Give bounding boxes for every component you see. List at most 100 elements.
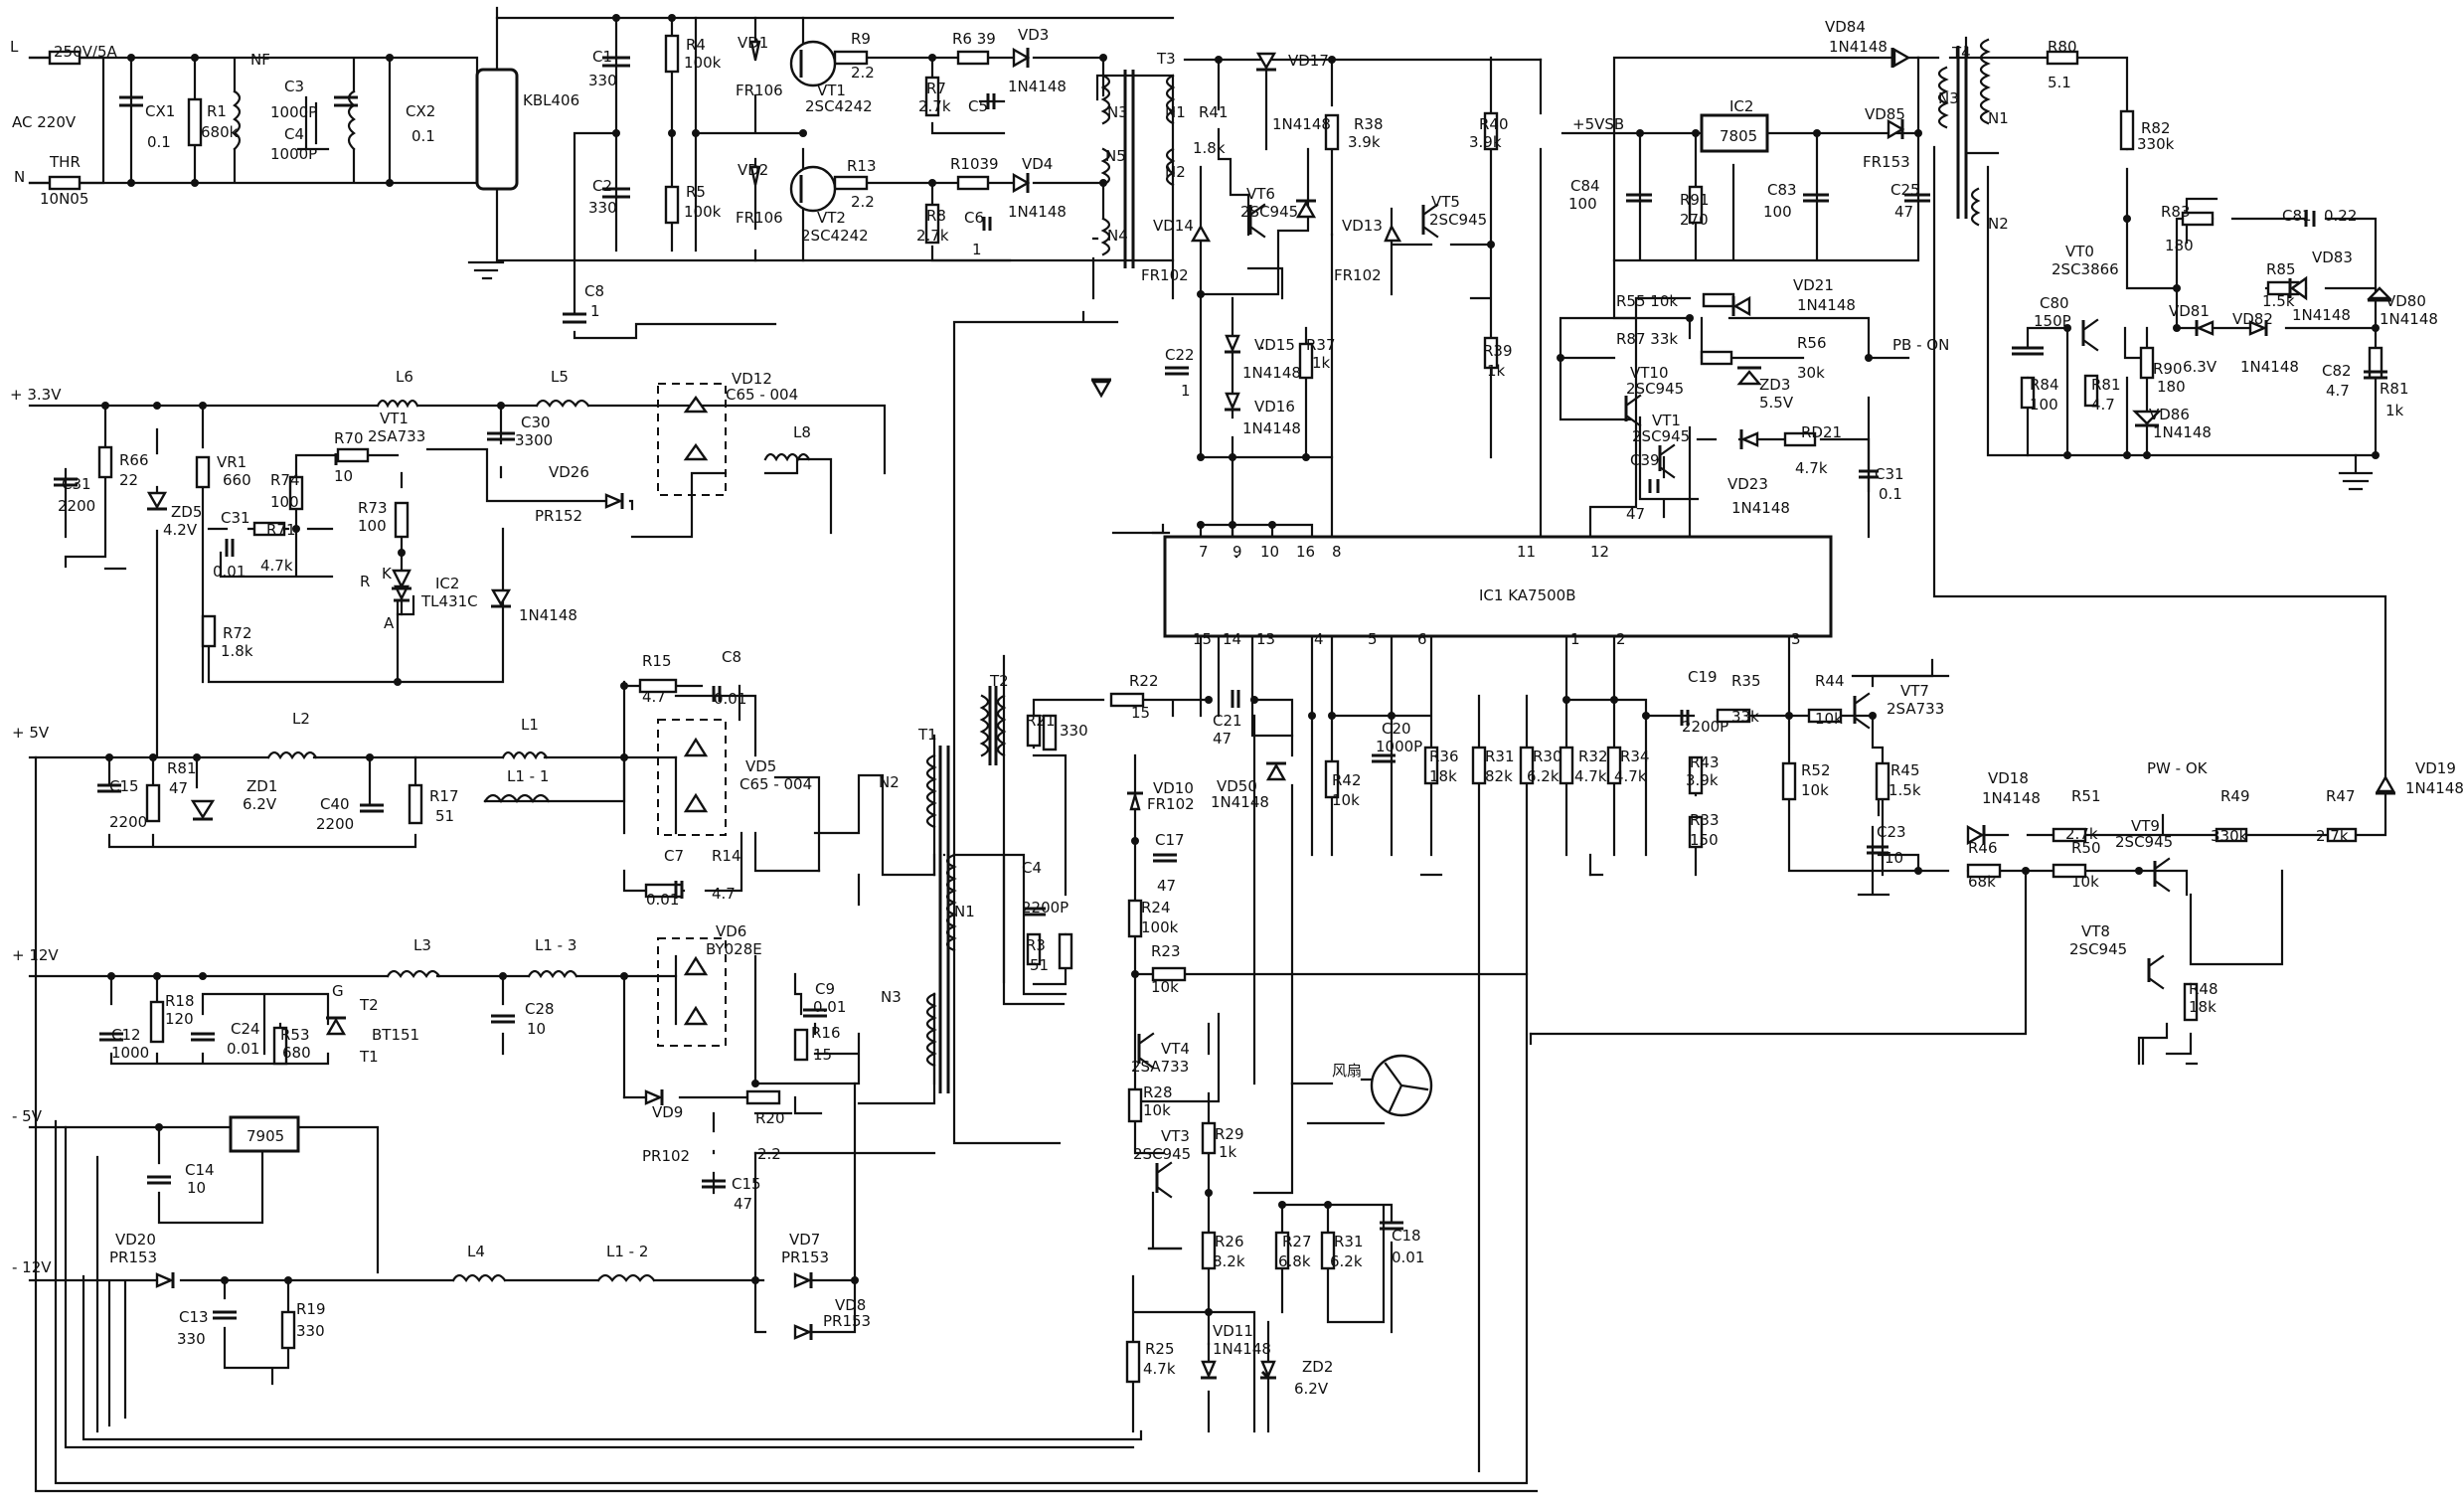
component-label: R47: [2326, 787, 2356, 805]
component-label: 10N05: [40, 190, 88, 208]
component-label: VD4: [1022, 155, 1053, 173]
component-label: C23: [1877, 823, 1906, 841]
component-label: R15: [642, 652, 672, 670]
component-label: 100k: [684, 203, 722, 221]
component-label: L2: [292, 710, 310, 728]
component-label: 2SC945: [1133, 1145, 1191, 1163]
component-label: 120: [165, 1010, 194, 1028]
component-label: VT2: [817, 209, 846, 227]
component-label: R23: [1151, 942, 1181, 960]
component-label: C8: [584, 282, 604, 300]
component-label: C2: [592, 177, 612, 195]
component-label: R73: [358, 499, 388, 517]
component-label: 16: [1296, 543, 1315, 561]
component-label: FR153: [1863, 153, 1910, 171]
component-label: VD82: [2232, 310, 2273, 328]
component-label: FR102: [1147, 795, 1195, 813]
component-label: R45: [1890, 761, 1920, 779]
component-label: 18k: [1429, 767, 1457, 785]
component-label: 1000P: [1376, 738, 1422, 755]
component-label: 330: [588, 72, 617, 89]
component-label: R56: [1797, 334, 1827, 352]
component-label: VD3: [1018, 26, 1049, 44]
component-label: R17: [429, 787, 459, 805]
component-label: PR152: [535, 507, 582, 525]
component-label: 2.2: [851, 64, 875, 82]
component-label: 1000P: [270, 103, 317, 121]
component-label: C17: [1155, 831, 1185, 849]
component-label: 47: [734, 1195, 752, 1213]
component-label: 8.2k: [1213, 1252, 1245, 1270]
component-label: 风扇: [1332, 1062, 1362, 1080]
component-label: R7: [926, 80, 946, 97]
component-label: CX1: [145, 102, 175, 120]
component-label: 2SA733: [1131, 1058, 1189, 1076]
component-label: VD50: [1217, 777, 1257, 795]
component-label: L1 - 2: [606, 1243, 648, 1260]
component-label: 2SC4242: [805, 97, 873, 115]
component-label: 4.7k: [1143, 1360, 1176, 1378]
component-label: 4.7k: [1574, 767, 1607, 785]
component-label: N5: [1105, 147, 1126, 165]
component-label: R31: [1485, 748, 1515, 765]
component-label: RD21: [1801, 423, 1842, 441]
component-label: C28: [525, 1000, 555, 1018]
component-label: 1k: [1487, 362, 1506, 380]
component-label: 7: [1199, 543, 1209, 561]
component-label: VD85: [1865, 105, 1905, 123]
component-label: 0.1: [147, 133, 171, 151]
component-label: 4.7k: [260, 557, 293, 575]
component-label: C65 - 004: [726, 386, 798, 404]
component-label: VD26: [549, 463, 589, 481]
component-label: ZD5: [171, 503, 202, 521]
component-label: 1: [1570, 630, 1580, 648]
component-label: R72: [223, 624, 252, 642]
component-label: C15: [109, 777, 139, 795]
component-label: R16: [811, 1024, 841, 1042]
component-label: 51: [435, 807, 454, 825]
component-label: 2.7k: [916, 227, 949, 245]
component-label: VR1: [217, 453, 246, 471]
component-label: 1N4148: [2153, 423, 2212, 441]
component-label: 1000P: [270, 145, 317, 163]
component-label: VT1: [380, 410, 409, 427]
component-label: 100: [1568, 195, 1597, 213]
component-label: 330k: [2211, 827, 2248, 845]
component-label: 2SC945: [2115, 833, 2173, 851]
component-label: 10: [1885, 849, 1903, 867]
component-label: 4.7: [2326, 382, 2350, 400]
component-label: N3: [881, 988, 902, 1006]
component-label: 6.2k: [1527, 767, 1560, 785]
component-label: 13: [1256, 630, 1275, 648]
component-label: R14: [712, 847, 741, 865]
component-label: 100: [2030, 396, 2058, 414]
component-label: 1: [1181, 382, 1191, 400]
component-label: N4: [1107, 227, 1128, 245]
component-label: 10: [187, 1179, 206, 1197]
component-label: 0.01: [714, 690, 746, 708]
component-label: C24: [231, 1020, 260, 1038]
component-label: 0.01: [1392, 1249, 1424, 1266]
component-label: 2200P: [1682, 718, 1728, 736]
component-label: L: [10, 38, 19, 56]
component-label: 1000: [111, 1044, 149, 1062]
component-label: 1N4148: [519, 606, 577, 624]
component-label: 150P: [2034, 312, 2071, 330]
component-label: + 3.3V: [10, 386, 62, 404]
component-label: VD11: [1213, 1322, 1253, 1340]
component-label: L1 - 3: [535, 936, 576, 954]
component-label: 1.5k: [1889, 781, 1921, 799]
component-label: 2200: [58, 497, 95, 515]
component-label: C81: [2282, 207, 2312, 225]
component-label: 8: [1332, 543, 1342, 561]
component-label: VD13: [1342, 217, 1383, 235]
component-label: 150: [1690, 831, 1719, 849]
component-label: 1.5k: [2262, 292, 2295, 310]
component-label: R70: [334, 429, 364, 447]
component-label: R28: [1143, 1083, 1173, 1101]
component-label: 330: [1060, 722, 1088, 740]
component-label: N1: [1165, 103, 1186, 121]
component-label: 2.2: [851, 193, 875, 211]
component-label: - 5V: [12, 1107, 43, 1125]
